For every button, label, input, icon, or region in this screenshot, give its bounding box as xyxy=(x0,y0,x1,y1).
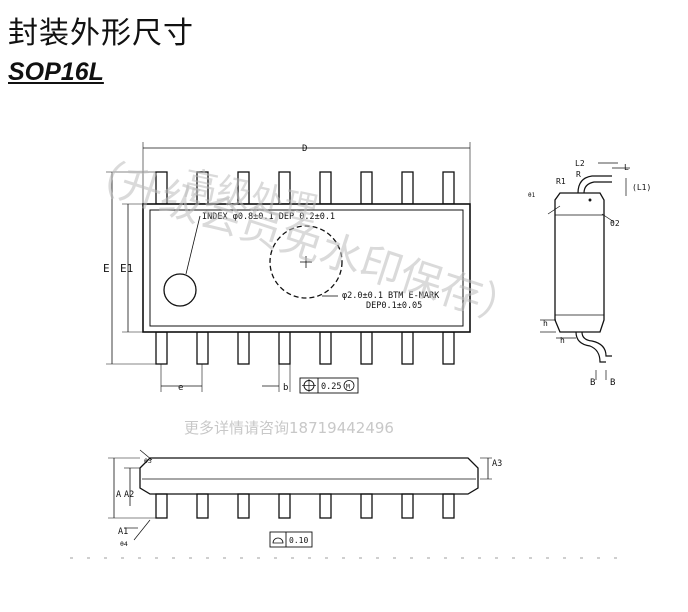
label-R: R xyxy=(576,170,581,179)
end-view xyxy=(540,162,630,380)
label-D: D xyxy=(302,144,307,154)
pin xyxy=(360,171,373,205)
pin xyxy=(401,331,414,365)
top-view-labels: D E E1 e b INDEX φ0.8±0.1 DEP 0.2±0.1 φ2… xyxy=(103,144,440,393)
pin xyxy=(319,331,332,365)
package-body-inner xyxy=(149,209,464,327)
lead-bottom xyxy=(575,331,606,363)
end-view-body xyxy=(554,192,605,333)
index-dot xyxy=(163,273,197,307)
label-L1: (L1) xyxy=(632,183,651,192)
bottom-pins xyxy=(155,331,455,365)
package-name: SOP16L xyxy=(8,58,104,86)
pin xyxy=(401,171,414,205)
label-theta3: θ3 xyxy=(144,457,152,465)
label-L: L xyxy=(624,163,629,172)
pin xyxy=(442,171,455,205)
side-view xyxy=(108,449,492,548)
mmc-modifier-icon xyxy=(343,380,355,391)
label-R1: R1 xyxy=(556,177,566,186)
lead-top xyxy=(577,175,612,194)
profile-icon xyxy=(272,537,284,544)
side-lead xyxy=(278,493,291,519)
side-view-body xyxy=(139,457,479,495)
label-A1: A1 xyxy=(118,527,128,537)
pin xyxy=(442,331,455,365)
label-h-2: h xyxy=(560,336,565,345)
side-lead xyxy=(401,493,414,519)
label-E: E xyxy=(103,262,110,275)
side-lead xyxy=(237,493,250,519)
label-theta1: θ1 xyxy=(528,192,536,199)
label-B-1: B xyxy=(590,378,595,388)
label-E1: E1 xyxy=(120,262,133,275)
label-A3: A3 xyxy=(492,459,502,469)
contact-line: 更多详情请咨询18719442496 xyxy=(184,419,394,437)
side-lead xyxy=(196,493,209,519)
pin xyxy=(278,331,291,365)
mark-note-line1: φ2.0±0.1 BTM E-MARK xyxy=(342,291,440,301)
label-B-2: B xyxy=(610,378,615,388)
label-theta4: θ4 xyxy=(120,540,128,548)
top-view xyxy=(106,142,471,394)
flatness-frame xyxy=(269,531,313,548)
label-L2: L2 xyxy=(575,159,585,168)
label-A2: A2 xyxy=(124,490,134,500)
label-e: e xyxy=(178,383,183,393)
side-lead xyxy=(155,493,168,519)
tolerance-modifier: M xyxy=(346,383,350,391)
label-theta2: θ2 xyxy=(610,219,620,228)
label-A: A xyxy=(116,490,121,500)
tolerance-value: 0.25 xyxy=(321,382,341,392)
pin xyxy=(237,331,250,365)
pin xyxy=(196,331,209,365)
e-mark-circle xyxy=(269,225,343,299)
side-lead xyxy=(319,493,332,519)
pin xyxy=(155,331,168,365)
label-h-1: h xyxy=(543,319,548,328)
index-leader xyxy=(185,215,201,275)
flatness-value: 0.10 xyxy=(289,536,308,545)
position-tolerance-frame xyxy=(299,377,359,394)
mark-note-line2: DEP0.1±0.05 xyxy=(366,301,422,311)
side-lead xyxy=(360,493,373,519)
end-view-labels: L2 R R1 L (L1) θ1 θ2 h h B B xyxy=(528,159,651,388)
label-b: b xyxy=(283,383,288,393)
index-note: INDEX φ0.8±0.1 DEP 0.2±0.1 xyxy=(202,212,335,222)
side-view-labels: A A2 A3 A1 θ3 θ4 0.10 xyxy=(116,457,502,548)
pin xyxy=(360,331,373,365)
page-title: 封装外形尺寸 xyxy=(8,16,194,51)
side-lead xyxy=(442,493,455,519)
pin xyxy=(319,171,332,205)
